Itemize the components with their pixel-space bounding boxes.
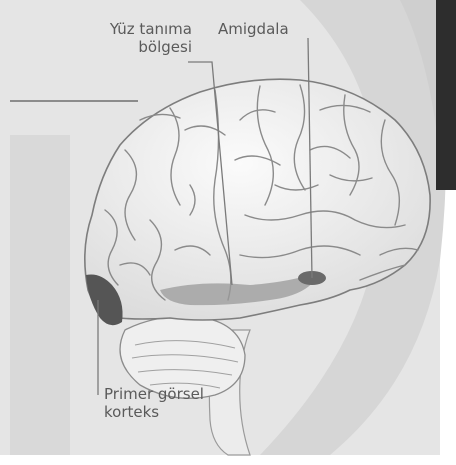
label-amygdala-line1: Amigdala bbox=[218, 20, 289, 38]
label-face-area-line2: bölgesi bbox=[62, 38, 192, 56]
label-face-area-line1: Yüz tanıma bbox=[62, 20, 192, 38]
label-amygdala: Amigdala bbox=[218, 20, 289, 38]
label-visual-cortex-line2: korteks bbox=[104, 403, 204, 421]
label-face-area: Yüz tanıma bölgesi bbox=[62, 20, 192, 56]
left-panel bbox=[10, 135, 70, 455]
right-edge bbox=[436, 0, 456, 190]
label-visual-cortex: Primer görsel korteks bbox=[104, 385, 204, 421]
label-visual-cortex-line1: Primer görsel bbox=[104, 385, 204, 403]
